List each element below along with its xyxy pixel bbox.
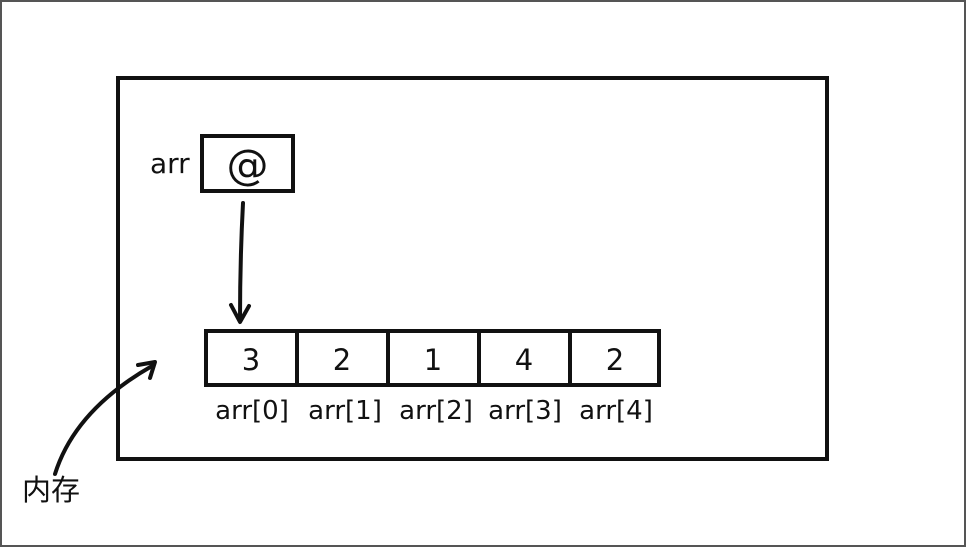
array-box xyxy=(204,329,661,387)
array-index-label: arr[0] xyxy=(215,396,289,426)
array-index-label: arr[1] xyxy=(308,396,382,426)
memory-arrow-line xyxy=(53,364,154,476)
array-index-label: arr[3] xyxy=(488,396,562,426)
memory-label: 内存 xyxy=(22,473,81,507)
array-cell-value: 1 xyxy=(423,342,443,377)
array-index-label: arr[4] xyxy=(579,396,653,426)
pointer-arrow-head xyxy=(229,303,251,324)
memory-region xyxy=(116,76,829,461)
pointer-box xyxy=(200,134,295,193)
array-cell-value: 4 xyxy=(514,342,534,377)
pointer-arrow-line xyxy=(238,201,245,322)
array-cell-value: 3 xyxy=(241,342,261,377)
variable-name: arr xyxy=(150,147,190,180)
array-index-label: arr[2] xyxy=(399,396,473,426)
memory-arrow-head xyxy=(136,360,157,380)
pointer-address-symbol: @ xyxy=(226,140,269,189)
array-cell-value: 2 xyxy=(332,342,352,377)
array-cell-value: 2 xyxy=(605,342,625,377)
